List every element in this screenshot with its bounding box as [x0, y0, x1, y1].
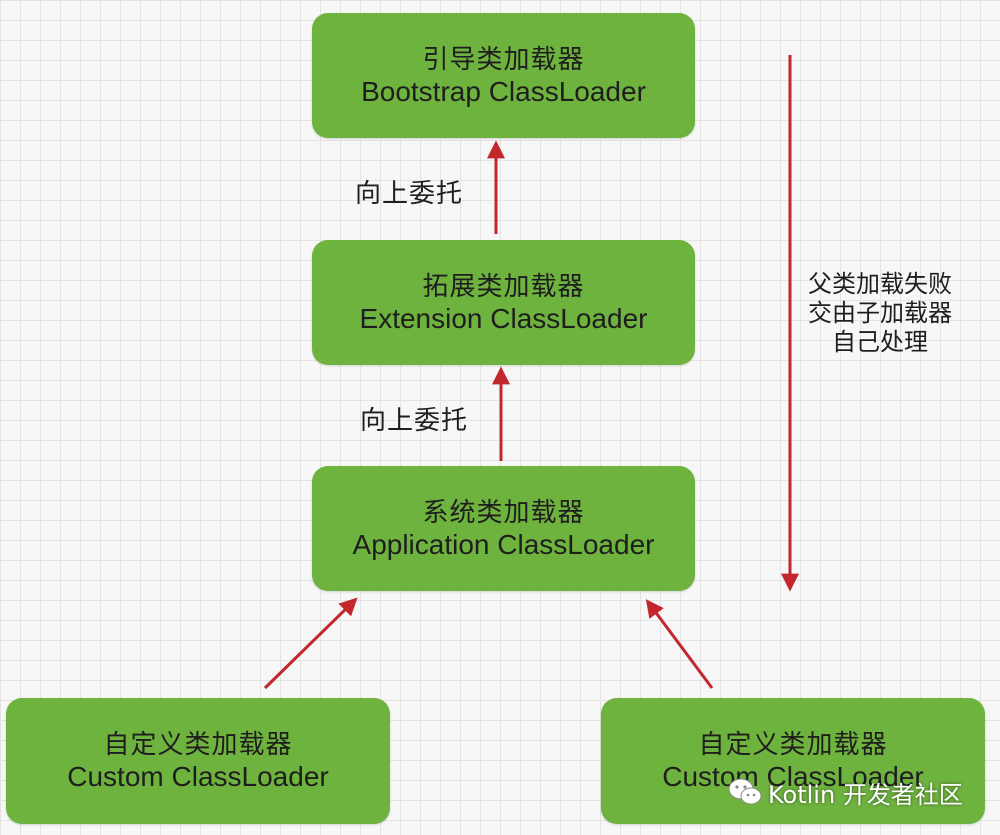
side-note-line: 自己处理 [832, 328, 928, 356]
node-application-en: Application ClassLoader [352, 528, 655, 560]
node-application-zh: 系统类加载器 [422, 497, 585, 528]
arrow-custom-left-to-application [263, 597, 358, 690]
wechat-icon [728, 778, 762, 805]
edge-label-delegate-up: 向上委托 [355, 179, 464, 209]
side-note-line: 交由子加载器 [808, 299, 952, 327]
node-custom-classloader-left: 自定义类加载器 Custom ClassLoader [6, 698, 390, 824]
arrow-custom-right-to-application [645, 599, 714, 689]
node-bootstrap-zh: 引导类加载器 [422, 44, 585, 75]
side-note-line: 父类加载失败 [808, 270, 952, 298]
watermark-text: Kotlin 开发者社区 [768, 780, 963, 809]
node-bootstrap-en: Bootstrap ClassLoader [361, 75, 646, 107]
node-custom-right-zh: 自定义类加载器 [698, 730, 888, 760]
node-custom-right-en: Custom ClassLoader [662, 761, 924, 792]
node-application-classloader: 系统类加载器 Application ClassLoader [312, 466, 695, 591]
node-extension-en: Extension ClassLoader [359, 302, 648, 334]
edge-label-delegate-up: 向上委托 [360, 406, 469, 436]
watermark: Kotlin 开发者社区 [728, 772, 963, 812]
node-custom-left-zh: 自定义类加载器 [103, 730, 293, 760]
side-note-parent-fail: 父类加载失败 交由子加载器 自己处理 [790, 270, 970, 357]
node-bootstrap-classloader: 引导类加载器 Bootstrap ClassLoader [312, 13, 695, 138]
node-custom-left-en: Custom ClassLoader [67, 761, 329, 792]
node-custom-classloader-right: 自定义类加载器 Custom ClassLoader [601, 698, 985, 824]
node-extension-zh: 拓展类加载器 [422, 271, 585, 302]
node-extension-classloader: 拓展类加载器 Extension ClassLoader [312, 240, 695, 365]
